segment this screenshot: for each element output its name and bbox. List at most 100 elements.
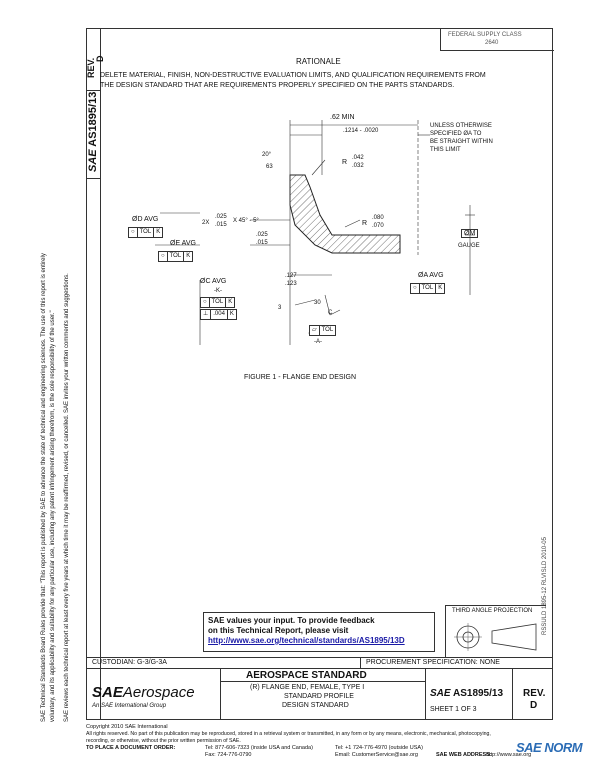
a-avg-label: ØA AVG [418, 272, 444, 279]
footer-rights: All rights reserved. No part of this pub… [86, 731, 491, 737]
chamfer-2x: 2X [202, 220, 210, 226]
dim-015b: .015 [256, 240, 268, 246]
circle-icon: ○ [201, 298, 210, 307]
d-avg-label: ØD AVG [132, 216, 159, 223]
description-line-1: (R) FLANGE END, FEMALE, TYPE I [250, 684, 365, 691]
footer-email: Email: CustomerService@sae.org [335, 752, 418, 758]
standard-title: AEROSPACE STANDARD [246, 670, 367, 681]
sheet-number: SHEET 1 OF 3 [430, 706, 477, 713]
radius-r2: R [362, 220, 368, 227]
supply-class-label: FEDERAL SUPPLY CLASS [448, 32, 522, 38]
chamfer-top: .025 [215, 214, 227, 220]
angle-20: 20° [262, 152, 272, 158]
a-fcf-tol: TOL [420, 284, 437, 293]
flat-tol: TOL [321, 327, 334, 333]
c-avg-label: ØC AVG [200, 278, 227, 285]
title-rev-value: D [530, 700, 538, 711]
figure-caption: FIGURE 1 - FLANGE END DESIGN [244, 374, 357, 381]
gauge-label: GAUGE [458, 243, 480, 249]
note-line-1: UNLESS OTHERWISE [430, 123, 492, 129]
footer-fax: Fax: 724-776-0790 [205, 752, 252, 758]
radius-r1: R [342, 159, 348, 166]
circle-icon: ○ [411, 284, 420, 293]
projection-box [445, 605, 546, 658]
c-fcf1-tol: TOL [210, 298, 227, 307]
note-c: C [328, 310, 333, 316]
d-fcf-tol: TOL [138, 228, 155, 237]
supply-class-value: 2640 [485, 40, 499, 46]
rationale-text-1: DELETE MATERIAL, FINISH, NON-DESTRUCTIVE… [100, 72, 486, 79]
c-ref: -K- [214, 288, 222, 294]
dim-025: .025 [256, 232, 268, 238]
logo-aerospace: Aerospace [122, 684, 195, 701]
c-fcf-2: ⊥ .004 K [200, 309, 237, 320]
perpendicular-icon: ⊥ [201, 310, 212, 319]
radius-r2-bot: .070 [372, 223, 384, 229]
header-sae-logo: SAE [87, 149, 99, 172]
e-fcf-datum: K [186, 253, 191, 259]
title-doc-sae: SAE [430, 688, 451, 699]
c-fcf-1: ○ TOL K [200, 297, 236, 308]
footer-tel-2: Tel: +1 724-776-4970 (outside USA) [335, 745, 423, 751]
projection-label: THIRD ANGLE PROJECTION [452, 608, 533, 614]
dim-123: .123 [285, 281, 297, 287]
gauge-m: ØM [461, 229, 479, 238]
angle-30: 30 [314, 300, 321, 306]
d-fcf: ○ TOL K [128, 227, 164, 238]
drawing-frame [86, 28, 553, 720]
footer-copyright: Copyright 2010 SAE International [86, 724, 168, 730]
footer-tel-1: Tel: 877-606-7323 (inside USA and Canada… [205, 745, 313, 751]
angle-63: 63 [266, 164, 273, 170]
logo-sae: SAE [92, 684, 123, 701]
chamfer-angle: X 45° - 5° [233, 218, 259, 224]
dim-top2: .1214 - .0020 [343, 128, 379, 134]
flange-section [289, 174, 401, 254]
footer-web-label: SAE WEB ADDRESS: [436, 752, 492, 758]
header-doc-number: SAE AS1895/13 [87, 92, 99, 172]
e-fcf: ○ TOL K [158, 251, 194, 262]
custodian: CUSTODIAN: G-3/G-3A [92, 659, 167, 666]
e-avg-label: ØE AVG [170, 240, 196, 247]
d-fcf-datum: K [156, 229, 161, 235]
a-fcf: ○ TOL K [410, 283, 446, 294]
margin-notice-2: voluntary, and its applicability and sui… [50, 310, 56, 722]
c-fcf2-datum: K [229, 311, 234, 317]
note-line-2: SPECIFIED ØA TO [430, 131, 482, 137]
datum-a: -A- [314, 339, 322, 345]
footer-web-link[interactable]: http://www.sae.org [486, 752, 532, 758]
footer-order-label: TO PLACE A DOCUMENT ORDER: [86, 745, 176, 751]
note-line-4: THIS LIMIT [430, 147, 461, 153]
rationale-text-2: THE DESIGN STANDARD THAT ARE REQUIREMENT… [100, 82, 455, 89]
title-rev-label: REV. [523, 688, 546, 699]
note-line-3: BE STRAIGHT WITHIN [430, 139, 493, 145]
watermark-brand: SAE NORM [516, 740, 583, 755]
third-angle-projection-icon [454, 623, 537, 651]
radius-r1-top: .042 [352, 155, 364, 161]
feedback-box [203, 612, 435, 652]
logo-sub: An SAE International Group [92, 703, 167, 709]
sae-aerospace-logo: SAEAerospace [92, 684, 195, 702]
header-rev-value: D [95, 55, 105, 63]
rationale-title: RATIONALE [296, 57, 341, 66]
circle-icon: ○ [129, 228, 138, 237]
e-fcf-tol: TOL [168, 252, 185, 261]
c-fcf2-tol: .004 [211, 310, 228, 319]
footer-rights-2: recording, or otherwise, without the pri… [86, 738, 241, 744]
procurement: PROCUREMENT SPECIFICATION: NONE [366, 659, 500, 666]
flatness-fcf: ▱ TOL [309, 325, 337, 336]
description-line-3: DESIGN STANDARD [282, 702, 349, 709]
feedback-line-1: SAE values your input. To provide feedba… [208, 616, 375, 625]
c-fcf1-datum: K [228, 299, 233, 305]
header-doc-number-text: AS1895/13 [87, 91, 99, 147]
title-doc-number: SAE AS1895/13 [430, 688, 503, 699]
chamfer-bot: .015 [215, 222, 227, 228]
radius-r1-bot: .032 [352, 163, 364, 169]
dim-top: .62 MIN [330, 114, 355, 121]
note-3: 3 [278, 305, 282, 311]
feedback-url-link[interactable]: http://www.sae.org/technical/standards/A… [208, 636, 405, 645]
radius-r2-top: .080 [372, 215, 384, 221]
margin-notice-3: SAE reviews each technical report at lea… [64, 273, 70, 722]
feedback-line-2: on this Technical Report, please visit [208, 626, 349, 635]
flatness-icon: ▱ [310, 326, 320, 335]
circle-icon: ○ [159, 252, 168, 261]
